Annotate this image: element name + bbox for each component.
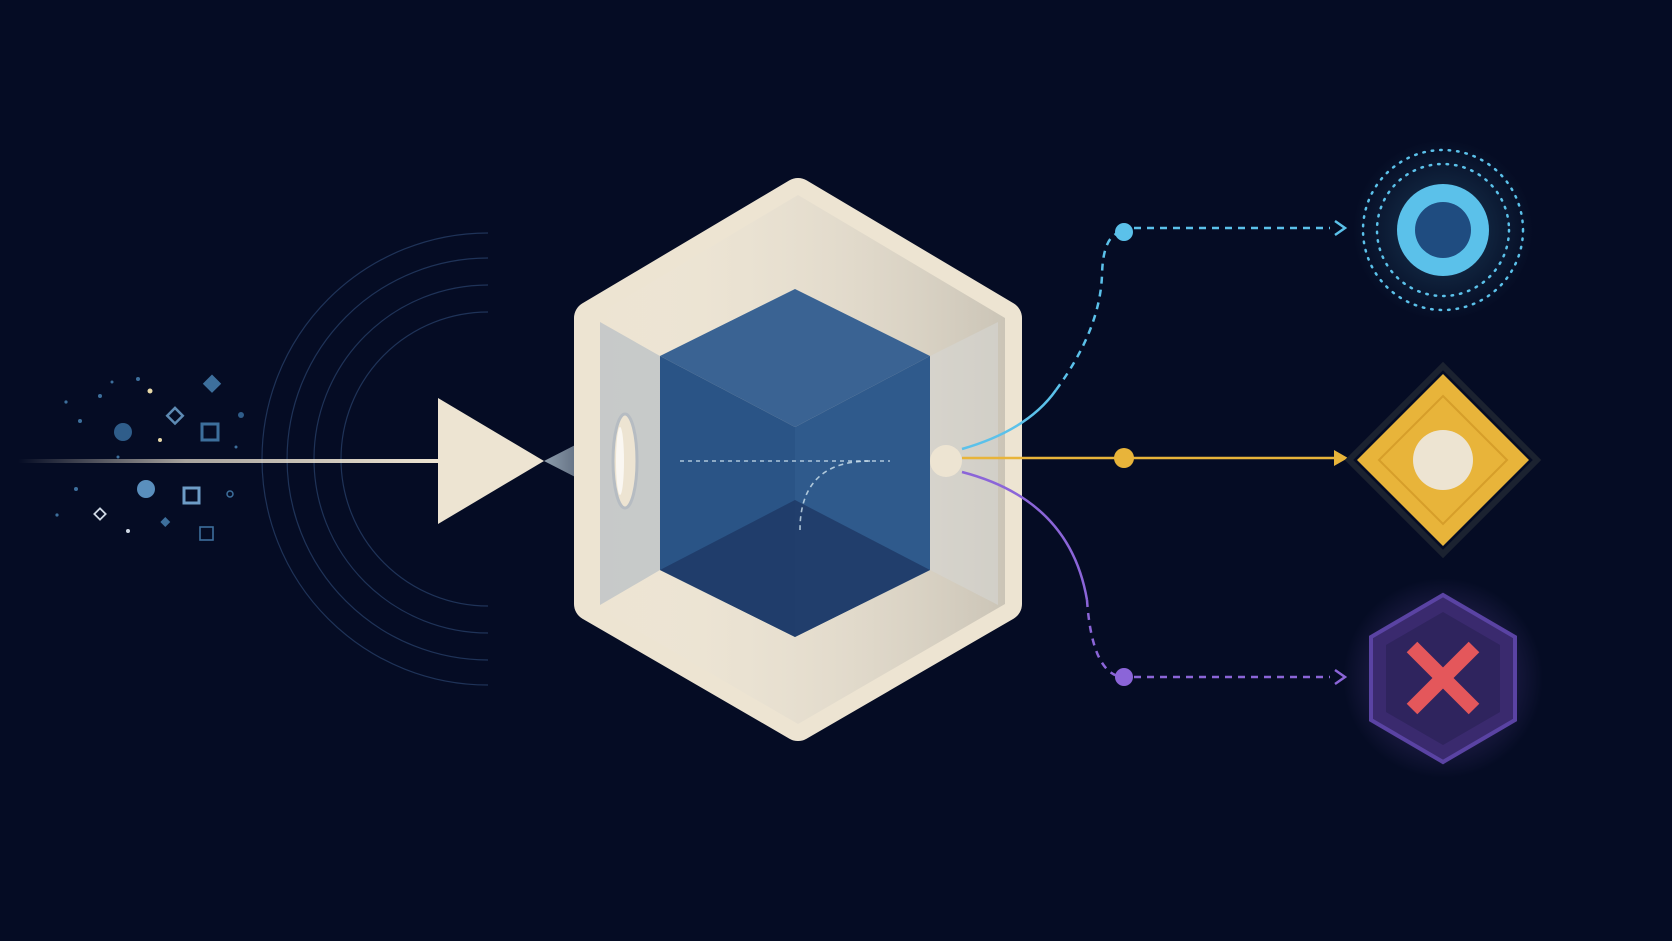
ring-dots-outer xyxy=(1361,148,1525,312)
rejected-curve-solid xyxy=(961,470,1089,601)
particle-dot xyxy=(64,400,68,404)
neutral-waypoint xyxy=(1114,448,1134,468)
particle-dot xyxy=(234,445,238,449)
cube-top-face xyxy=(660,289,930,427)
neutral-arrowhead xyxy=(1334,450,1348,466)
particle-dot xyxy=(137,480,155,498)
lens-highlight xyxy=(616,427,624,495)
particle-dot xyxy=(238,412,244,418)
particle-square xyxy=(182,486,201,505)
particle-diamond xyxy=(165,406,185,426)
inner-branch xyxy=(799,460,871,531)
success-branch xyxy=(961,219,1348,451)
particle-square xyxy=(199,526,214,541)
particle-dot xyxy=(114,423,132,441)
particle-dot xyxy=(158,438,162,442)
ring-dots-inner xyxy=(1375,162,1511,298)
ring-target-icon xyxy=(1353,140,1533,320)
particle-diamond xyxy=(160,517,171,527)
diamond-inner-ring xyxy=(1377,394,1509,526)
particle-dot xyxy=(110,380,114,384)
particle-square xyxy=(200,422,220,442)
hexagon-x-icon xyxy=(1343,578,1543,778)
particle-dot xyxy=(78,419,82,423)
x-stroke xyxy=(1406,641,1480,715)
cube-inner-right-wall xyxy=(930,322,998,605)
scattered-data-particles xyxy=(55,374,244,541)
ring-inner xyxy=(1415,202,1471,258)
particle-dot xyxy=(55,513,59,517)
play-triangle-icon xyxy=(438,398,544,524)
particle-dot xyxy=(74,487,78,491)
success-curve-dashed xyxy=(1054,230,1125,391)
rejected-curve-dashed xyxy=(1085,599,1123,679)
particle-dot xyxy=(98,394,102,398)
cube-bottom-shadow xyxy=(660,500,930,637)
success-curve-solid xyxy=(961,389,1058,451)
particle-dot xyxy=(116,455,120,459)
hexagonal-cube-icon xyxy=(574,178,1022,741)
success-arrowhead xyxy=(1334,219,1348,237)
neutral-branch xyxy=(962,448,1348,468)
router-node-icon xyxy=(930,445,962,477)
particle-dot xyxy=(126,529,130,533)
diamond-dot-icon xyxy=(1344,361,1542,559)
particle-diamond xyxy=(202,374,222,393)
input-beam xyxy=(18,459,438,463)
success-waypoint xyxy=(1115,223,1133,241)
diamond-dot xyxy=(1413,430,1473,490)
rejected-waypoint xyxy=(1115,668,1133,686)
particle-dot xyxy=(136,377,140,381)
particle-dot xyxy=(226,490,234,498)
particle-diamond xyxy=(93,507,107,521)
diamond-outline xyxy=(1344,361,1542,559)
particle-dot xyxy=(147,388,153,394)
